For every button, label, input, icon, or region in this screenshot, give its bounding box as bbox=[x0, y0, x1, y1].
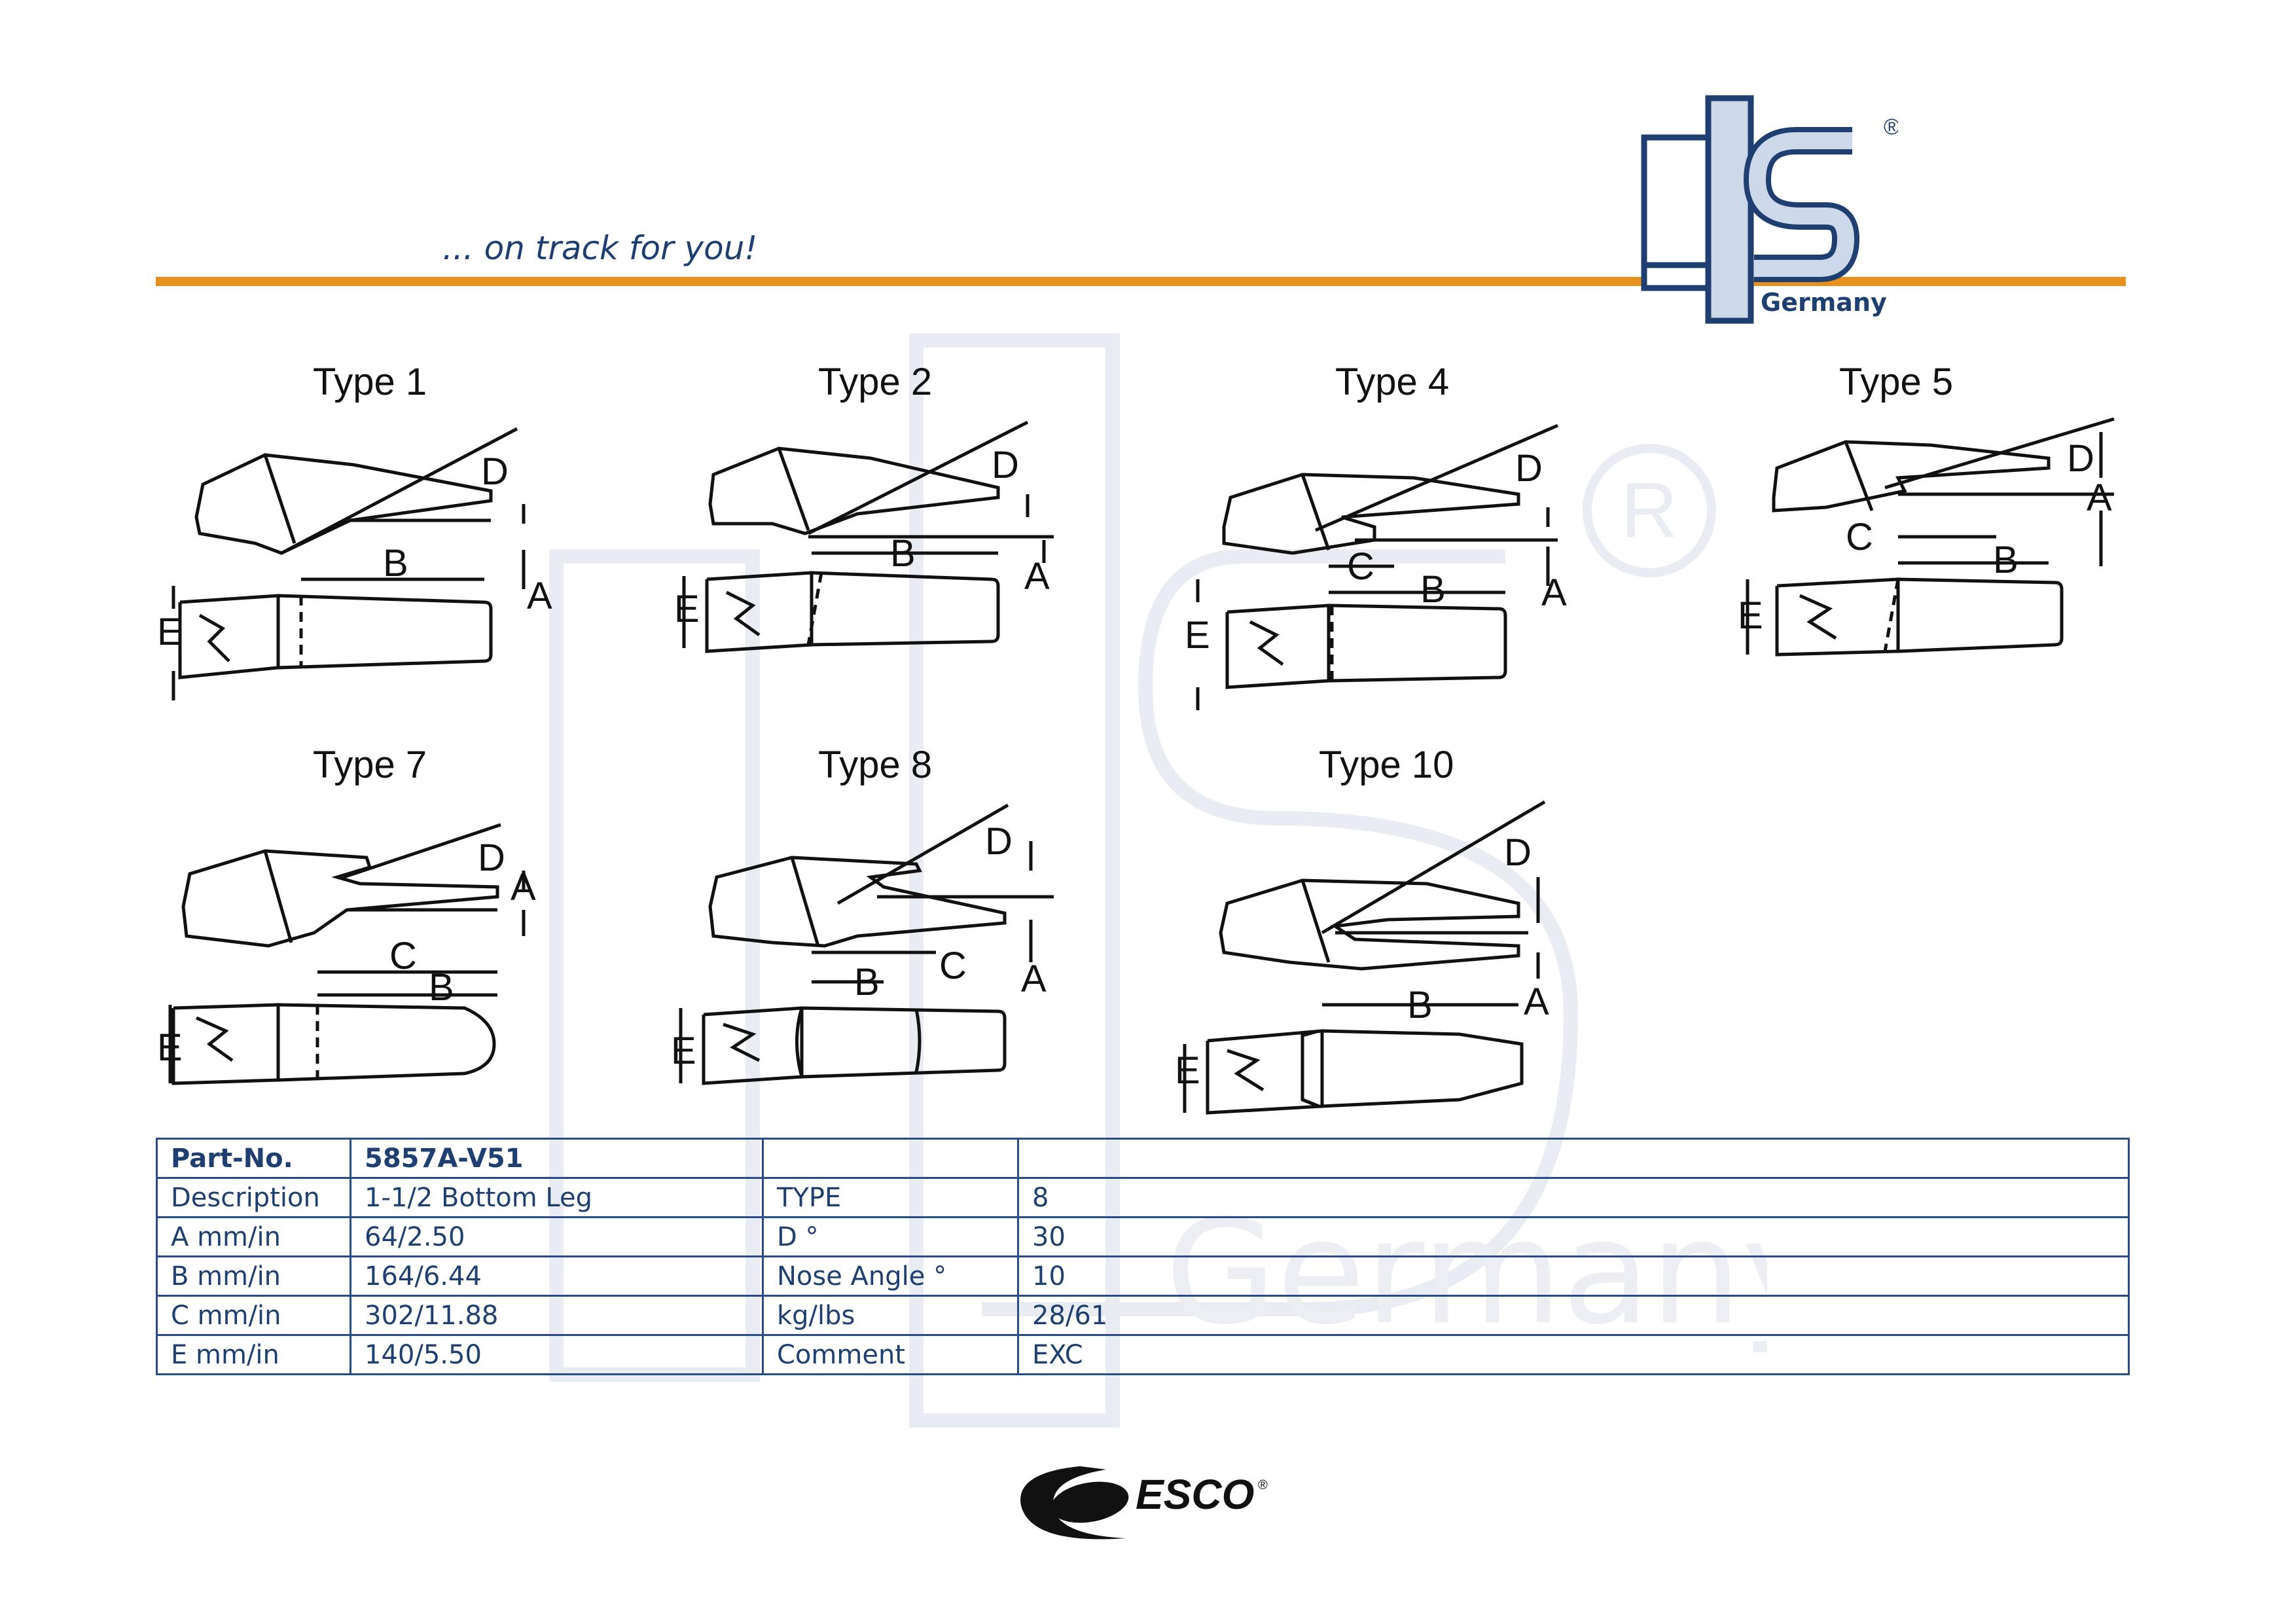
panel-title-type-4: Type 4 bbox=[1335, 361, 1450, 403]
table-cell: A mm/in bbox=[156, 1216, 351, 1257]
label-a: A bbox=[1021, 958, 1047, 1000]
label-e: E bbox=[1185, 614, 1210, 657]
lis-logo: ® Germany bbox=[1641, 95, 1898, 324]
table-cell: 164/6.44 bbox=[350, 1255, 764, 1297]
label-c: C bbox=[939, 945, 967, 987]
table-cell: 64/2.50 bbox=[350, 1216, 764, 1257]
panel-title-type-8: Type 8 bbox=[818, 744, 933, 786]
diagram-type-10: D A B E bbox=[1175, 800, 1549, 1115]
esco-logo: ESCO ® bbox=[1020, 1466, 1268, 1540]
label-d: D bbox=[1504, 831, 1532, 874]
label-b: B bbox=[890, 532, 916, 575]
label-c: C bbox=[1347, 545, 1374, 588]
label-e: E bbox=[157, 1026, 183, 1069]
tagline: ... on track for you! bbox=[442, 229, 758, 267]
panel-title-type-2: Type 2 bbox=[818, 361, 933, 403]
label-a: A bbox=[1541, 571, 1567, 614]
table-cell: 28/61 bbox=[1017, 1295, 2130, 1336]
label-e: E bbox=[671, 1030, 696, 1072]
table-cell: 8 bbox=[1017, 1177, 2130, 1218]
esco-wordmark: ESCO bbox=[1136, 1471, 1254, 1518]
part-no-label: Part-No. bbox=[156, 1138, 351, 1179]
panel-title-type-7: Type 7 bbox=[313, 744, 427, 786]
spec-table: Part-No. 5857A-V51 Description 1-1/2 Bot… bbox=[156, 1138, 2130, 1375]
label-b: B bbox=[429, 966, 454, 1009]
table-row: Part-No. 5857A-V51 bbox=[156, 1138, 2130, 1179]
label-a: A bbox=[511, 866, 536, 909]
table-cell: 140/5.50 bbox=[350, 1334, 764, 1375]
label-d: D bbox=[481, 450, 509, 493]
table-cell: 1-1/2 Bottom Leg bbox=[350, 1177, 764, 1218]
diagram-type-7: D A C B E bbox=[157, 823, 536, 1085]
registered-mark: ® bbox=[1884, 115, 1898, 139]
label-d: D bbox=[478, 837, 505, 879]
table-cell: D ° bbox=[762, 1216, 1019, 1257]
label-c: C bbox=[1846, 516, 1873, 558]
table-row: C mm/in 302/11.88 kg/lbs 28/61 bbox=[156, 1295, 2130, 1336]
label-e: E bbox=[674, 588, 700, 630]
table-cell: 302/11.88 bbox=[350, 1295, 764, 1336]
table-cell: 10 bbox=[1017, 1255, 2130, 1297]
logo-subtitle: Germany bbox=[1761, 288, 1887, 317]
label-d: D bbox=[2067, 437, 2094, 480]
label-e: E bbox=[1738, 594, 1763, 637]
label-b: B bbox=[1420, 568, 1446, 611]
label-a: A bbox=[1024, 555, 1050, 598]
table-cell: kg/lbs bbox=[762, 1295, 1019, 1336]
panel-title-type-5: Type 5 bbox=[1839, 361, 1954, 403]
label-a: A bbox=[527, 575, 552, 617]
label-d: D bbox=[985, 820, 1013, 863]
svg-text:R: R bbox=[1621, 466, 1678, 554]
label-a: A bbox=[2087, 477, 2112, 519]
label-b: B bbox=[1407, 984, 1433, 1026]
table-cell: E mm/in bbox=[156, 1334, 351, 1375]
table-row: Description 1-1/2 Bottom Leg TYPE 8 bbox=[156, 1177, 2130, 1218]
label-c: C bbox=[389, 935, 417, 977]
panel-title-type-1: Type 1 bbox=[313, 361, 427, 403]
table-cell: Nose Angle ° bbox=[762, 1255, 1019, 1297]
table-row: E mm/in 140/5.50 Comment EXC bbox=[156, 1334, 2130, 1375]
part-no-value: 5857A-V51 bbox=[350, 1138, 764, 1179]
label-b: B bbox=[854, 961, 880, 1003]
table-row: A mm/in 64/2.50 D ° 30 bbox=[156, 1216, 2130, 1257]
label-d: D bbox=[1515, 447, 1543, 490]
table-cell bbox=[1017, 1138, 2130, 1179]
label-a: A bbox=[1524, 981, 1549, 1023]
table-cell: EXC bbox=[1017, 1334, 2130, 1375]
table-cell bbox=[762, 1138, 1019, 1179]
label-b: B bbox=[1993, 539, 2018, 581]
panel-title-type-10: Type 10 bbox=[1319, 744, 1454, 786]
table-cell: TYPE bbox=[762, 1177, 1019, 1218]
diagram-type-5: D A C B E bbox=[1738, 417, 2115, 657]
esco-registered: ® bbox=[1258, 1478, 1268, 1492]
label-e: E bbox=[157, 611, 183, 653]
diagram-type-8: D A C B E bbox=[671, 803, 1054, 1085]
diagram-type-4: D A C B E bbox=[1185, 424, 1567, 710]
table-cell: Description bbox=[156, 1177, 351, 1218]
header-rule bbox=[156, 277, 2126, 286]
table-cell: B mm/in bbox=[156, 1255, 351, 1297]
table-cell: C mm/in bbox=[156, 1295, 351, 1336]
diagram-type-2: D A B E bbox=[674, 420, 1054, 653]
table-cell: 30 bbox=[1017, 1216, 2130, 1257]
diagram-type-1: D A B E bbox=[157, 427, 552, 700]
label-b: B bbox=[383, 542, 408, 585]
label-e: E bbox=[1175, 1049, 1200, 1092]
table-cell: Comment bbox=[762, 1334, 1019, 1375]
table-row: B mm/in 164/6.44 Nose Angle ° 10 bbox=[156, 1255, 2130, 1297]
label-d: D bbox=[992, 444, 1019, 486]
